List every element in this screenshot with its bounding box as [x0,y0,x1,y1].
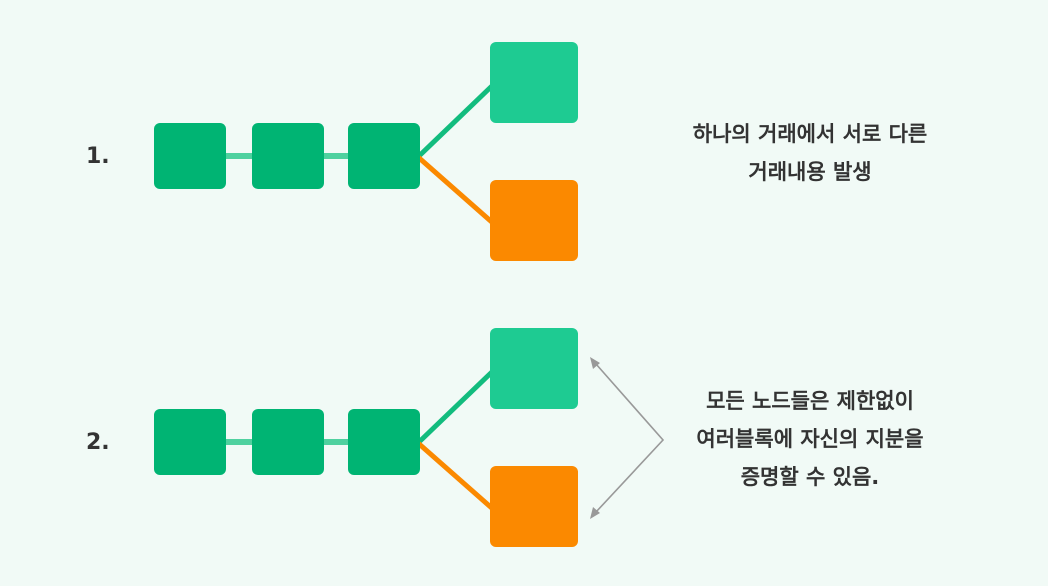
chain-block [348,123,420,189]
chain-block [252,409,324,475]
branch-line-orange [416,155,496,226]
fork-row-2 [154,328,578,547]
arrow-line [595,363,665,513]
fork-block-green [490,328,578,409]
description-line: 하나의 거래에서 서로 다른 [692,122,928,146]
description-line: 증명할 수 있음. [740,465,880,489]
fork-block-green [490,42,578,123]
fork-block-orange [490,180,578,261]
chain-block [252,123,324,189]
branch-line-green [416,82,496,159]
row-1-description: 하나의 거래에서 서로 다른 거래내용 발생 [630,115,990,191]
pointer-arrows [590,357,665,519]
fork-block-orange [490,466,578,547]
row-label-1: 1. [86,144,110,169]
chain-block [154,409,226,475]
description-line: 모든 노드들은 제한없이 [706,389,914,413]
branch-line-green [416,368,496,445]
description-line: 거래내용 발생 [748,160,872,184]
chain-block [154,123,226,189]
branch-line-orange [416,441,496,512]
arrowhead-up [590,357,600,369]
chain-block [348,409,420,475]
row-label-2: 2. [86,430,110,455]
row-2-description: 모든 노드들은 제한없이 여러블록에 자신의 지분을 증명할 수 있음. [630,382,990,496]
fork-row-1 [154,42,578,261]
description-line: 여러블록에 자신의 지분을 [696,427,924,451]
arrowhead-down [590,507,600,519]
